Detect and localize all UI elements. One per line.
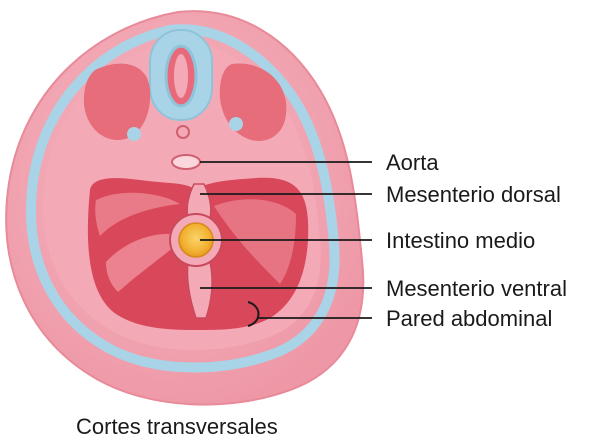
label-aorta: Aorta [386,150,439,175]
label-intestino-medio: Intestino medio [386,228,536,253]
label-mesenterio-ventral: Mesenterio ventral [386,276,567,301]
muscle-left [83,63,151,141]
figure-caption: Cortes transversales [76,414,278,439]
pared-abdominal-bracket [247,301,260,327]
aorta-shape [171,154,201,170]
mesenterio-ventral-shape [186,261,213,319]
label-mesenterio-dorsal: Mesenterio dorsal [386,182,561,207]
label-pared-abdominal: Pared abdominal [386,306,553,331]
abdominal-wall-membrane [26,24,340,373]
